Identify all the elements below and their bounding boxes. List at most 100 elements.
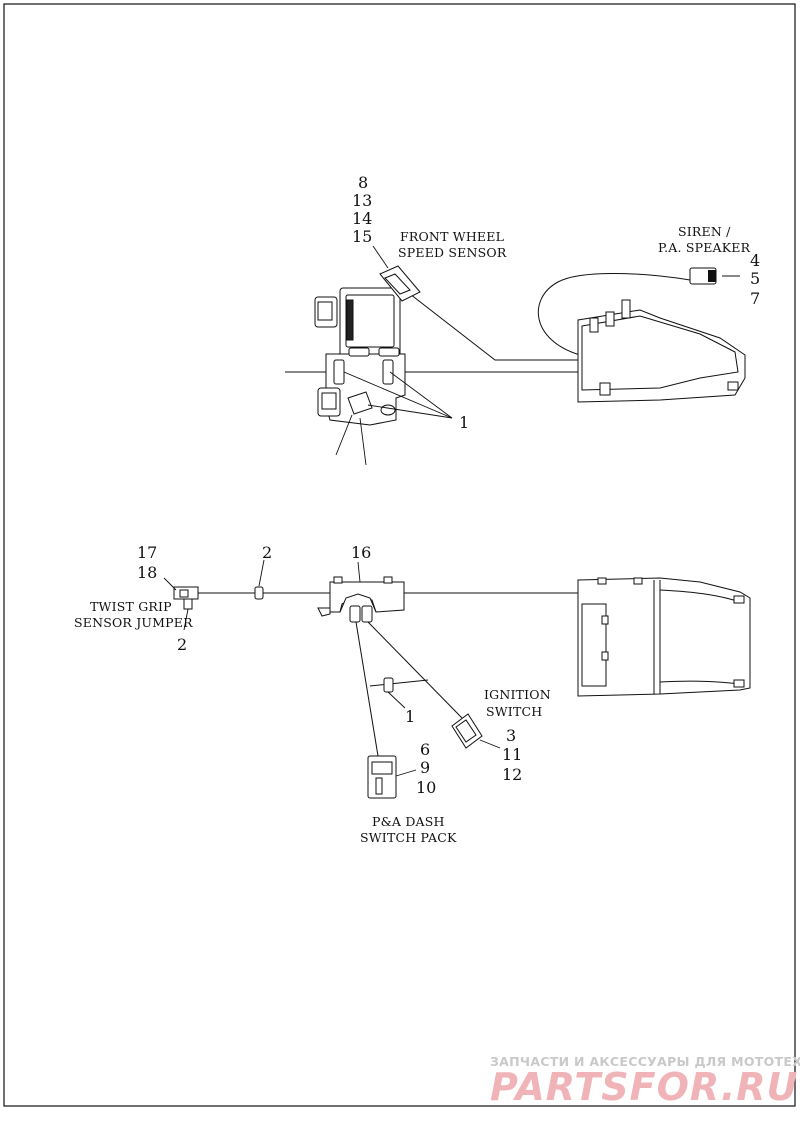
leader-bracket <box>357 561 361 583</box>
ref-16: 16 <box>351 543 371 562</box>
fairing-end-top <box>733 595 745 604</box>
clip-upper-b <box>378 347 400 357</box>
lower-stem-a <box>335 414 353 456</box>
bracket-tab-2 <box>383 576 393 584</box>
caption-siren-1: SIREN / <box>678 224 731 239</box>
fairing-frame <box>577 577 751 697</box>
fairing-clip-1 <box>601 615 609 625</box>
inline-clip <box>254 559 265 600</box>
twist-grip-stem <box>183 598 193 610</box>
watermark: ЗАПЧАСТИ И АКСЕССУАРЫ ДЛЯ МОТОТЕХНИКИ PA… <box>490 1054 800 1109</box>
ref-18: 18 <box>137 563 157 582</box>
ref-12: 12 <box>502 765 522 784</box>
bracket-tie-2 <box>361 605 373 623</box>
tie-wire-branch <box>369 679 429 687</box>
nacelle-tab-3 <box>621 299 631 319</box>
cable-tie-b <box>382 359 394 385</box>
bracket-tab-1 <box>333 576 343 584</box>
siren-connector <box>689 267 717 285</box>
siren-connector-tip <box>708 270 716 282</box>
leader-twist-grip-lower <box>183 608 189 631</box>
watermark-tagline: ЗАПЧАСТИ И АКСЕССУАРЫ ДЛЯ МОТОТЕХНИКИ <box>490 1054 800 1069</box>
ref-15: 15 <box>352 227 372 246</box>
ignition-connector <box>451 713 501 749</box>
ref-1-top: 1 <box>459 413 469 432</box>
nacelle-slot <box>599 382 611 396</box>
bracket-hook <box>317 607 331 617</box>
caption-twist-grip-2: SENSOR JUMPER <box>74 615 193 630</box>
mount-hole <box>380 404 396 416</box>
ignition-wire <box>367 621 463 719</box>
inline-clip-body <box>254 586 264 600</box>
fairing-tab-1 <box>597 577 607 585</box>
ref-4: 4 <box>750 251 760 270</box>
caption-siren-2: P.A. SPEAKER <box>658 240 751 255</box>
cable-tie-body <box>383 677 394 693</box>
fairing-end-bottom <box>733 679 745 688</box>
handlebar-bracket <box>314 287 406 466</box>
fairing-left-rail <box>581 603 607 687</box>
caption-ignition-1: IGNITION <box>484 687 551 702</box>
caption-twist-grip-1: TWIST GRIP <box>90 599 172 614</box>
fairing-tab-2 <box>633 577 643 585</box>
leader-ignition <box>479 739 501 749</box>
leader-clip <box>258 559 265 587</box>
nacelle-top <box>577 299 746 403</box>
top-assembly: 8 13 14 15 FRONT WHEEL SPEED SENSOR SIRE… <box>285 173 760 466</box>
lower-stem-b <box>359 417 367 466</box>
caption-ignition-2: SWITCH <box>486 704 542 719</box>
ref-6: 6 <box>420 740 430 759</box>
ref-13: 13 <box>352 191 372 210</box>
dash-switch-face <box>371 761 393 775</box>
ignition-face <box>455 719 477 743</box>
leader-speed-sensor <box>372 245 389 269</box>
ref-11: 11 <box>502 745 522 764</box>
speed-sensor-face <box>384 273 411 295</box>
siren-wire-loop <box>537 273 691 356</box>
cable-tie-a <box>333 359 345 385</box>
nacelle-slot-2 <box>727 381 739 391</box>
nacelle-tab-2 <box>605 311 615 327</box>
ref-1-bottom: 1 <box>405 707 415 726</box>
ref-7: 7 <box>750 289 760 308</box>
caption-dash-switch-2: SWITCH PACK <box>360 830 457 845</box>
ref-9: 9 <box>420 758 430 777</box>
ref-2-lower: 2 <box>177 635 187 654</box>
lower-tab-inner <box>321 392 337 410</box>
cable-tie-c <box>347 391 373 415</box>
caption-dash-switch-1: P&A DASH <box>372 814 445 829</box>
dash-switch-latch <box>375 777 383 795</box>
bracket-tie-1 <box>349 605 361 623</box>
clip-upper-a <box>348 347 370 357</box>
fairing-clip-2 <box>601 651 609 661</box>
leader-tie-1a <box>343 371 453 419</box>
leader-dash-switch <box>395 769 417 777</box>
upper-tab-inner <box>317 301 333 321</box>
switch-housing-inner <box>345 294 395 348</box>
leader-tie-1b <box>389 371 453 419</box>
watermark-brand: PARTSFOR.RU <box>490 1065 798 1109</box>
ref-8: 8 <box>358 173 368 192</box>
nacelle-tab-1 <box>589 317 599 333</box>
ref-14: 14 <box>352 209 372 228</box>
caption-speed-sensor-1: FRONT WHEEL <box>400 229 504 244</box>
cable-tie-bottom <box>383 677 406 709</box>
ref-10: 10 <box>416 778 436 797</box>
fairing-outline <box>577 577 751 697</box>
dash-switch-wire <box>355 621 379 757</box>
switch-bracket <box>317 561 405 623</box>
twist-grip-connector <box>163 577 199 631</box>
leader-tie-bottom <box>387 691 406 709</box>
ref-17: 17 <box>137 543 157 562</box>
bottom-assembly: 17 18 TWIST GRIP SENSOR JUMPER 2 2 16 1 … <box>74 543 751 845</box>
housing-shade <box>346 299 354 341</box>
speed-sensor-wire <box>409 293 580 361</box>
drawing-border <box>3 3 796 1107</box>
twist-grip-face <box>179 589 189 598</box>
speed-sensor-connector <box>379 265 421 302</box>
caption-speed-sensor-2: SPEED SENSOR <box>398 245 507 260</box>
dash-switch-connector <box>367 755 417 799</box>
ref-3: 3 <box>506 726 516 745</box>
